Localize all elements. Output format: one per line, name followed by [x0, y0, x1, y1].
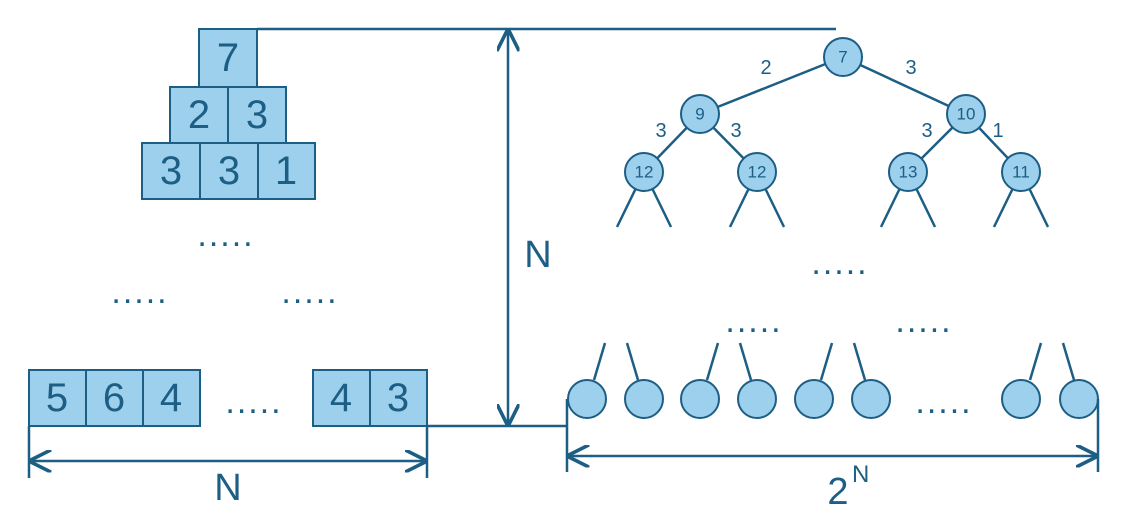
bottom-cell: [369, 369, 428, 427]
width-label: N: [214, 467, 241, 509]
ellipsis: .....: [225, 383, 282, 421]
leaf-branch: [592, 342, 607, 381]
bottom-cell: [28, 369, 87, 427]
triangle-cell: [199, 142, 259, 200]
bottom-cell-value: 5: [46, 376, 68, 420]
tree-branch: [1027, 187, 1050, 228]
tree-node: [1001, 152, 1041, 192]
tree-leaves: .....: [567, 342, 1099, 421]
tree-leaf: [851, 379, 891, 419]
ellipsis: .....: [895, 302, 952, 340]
tree-leaf: [567, 379, 607, 419]
edge-weight: 3: [905, 57, 916, 79]
bottom-cell: [85, 369, 144, 427]
tree-node: [624, 152, 664, 192]
bottom-cell: [142, 369, 201, 427]
tree-node: [680, 94, 720, 134]
edge-weight: 3: [730, 120, 741, 142]
edge-weight: 1: [992, 120, 1003, 142]
tree-branch: [650, 187, 673, 228]
leaf-branch: [625, 342, 640, 381]
edge-weight: 3: [921, 120, 932, 142]
tree-node-value: 13: [899, 163, 918, 182]
tree-leaf: [680, 379, 720, 419]
ellipsis: .....: [725, 302, 782, 340]
tree-leaf: [737, 379, 777, 419]
leaves-label-exponent: N: [852, 461, 869, 488]
triangle-cell-value: 3: [246, 93, 268, 137]
ellipsis: .....: [915, 383, 972, 421]
leaf-branch: [705, 342, 720, 381]
tree-leaf: [794, 379, 834, 419]
tree-node-root: [823, 37, 863, 77]
ellipsis: .....: [111, 273, 168, 311]
tree-node: [737, 152, 777, 192]
tree-leaf: [624, 379, 664, 419]
tree-node-value: 12: [635, 163, 654, 182]
triangle-cell: [257, 142, 316, 200]
tree-edge: [699, 55, 844, 116]
leaf-branch: [1028, 342, 1043, 381]
leaf-branch: [819, 342, 834, 381]
tree-branch: [763, 187, 786, 228]
tree-branch: [914, 187, 937, 228]
leaf-branch: [1061, 342, 1076, 381]
tree-leaf: [1059, 379, 1099, 419]
tree-branch: [879, 187, 902, 228]
bottom-row: 5 6 4 ..... 4 3: [28, 369, 428, 427]
height-label: N: [524, 234, 551, 276]
tree-node-value: 11: [1012, 163, 1030, 182]
tree-node: [946, 94, 986, 134]
number-triangle: 7 2 3 3 3 1: [141, 28, 316, 200]
triangle-cell-value: 3: [160, 149, 182, 193]
ellipsis: .....: [197, 216, 254, 254]
triangle-cell-value: 3: [218, 149, 240, 193]
triangle-cell-value: 2: [188, 93, 210, 137]
leaf-branch: [852, 342, 867, 381]
leaf-branch: [738, 342, 753, 381]
tree-leaf: [1001, 379, 1041, 419]
tree-edge: [842, 55, 967, 116]
edge-weight: 2: [760, 57, 771, 79]
triangle-cell-value: 1: [275, 149, 297, 193]
tree-branch: [615, 187, 638, 228]
tree-node-value: 9: [695, 105, 704, 124]
triangle-cell: [198, 28, 258, 88]
edge-weight: 3: [655, 120, 666, 142]
bottom-cell: [312, 369, 371, 427]
bottom-cell-value: 4: [330, 376, 352, 420]
tree-node-value: 10: [957, 105, 976, 124]
ellipsis: .....: [811, 244, 868, 282]
tree-node-value: 7: [838, 48, 847, 67]
bottom-cell-value: 6: [103, 376, 125, 420]
tree-node-value: 12: [748, 163, 767, 182]
tree-node: [888, 152, 928, 192]
bottom-cell-value: 3: [387, 376, 409, 420]
ellipsis: .....: [281, 273, 338, 311]
decision-tree: 7 9 10 12 12 13 11 2 3 3 3 3 1: [615, 37, 1050, 228]
bottom-cell-value: 4: [160, 376, 182, 420]
triangle-cell-value: 7: [217, 36, 239, 80]
tree-branch: [992, 187, 1015, 228]
leaves-label-base: 2: [827, 471, 848, 513]
tree-branch: [728, 187, 751, 228]
